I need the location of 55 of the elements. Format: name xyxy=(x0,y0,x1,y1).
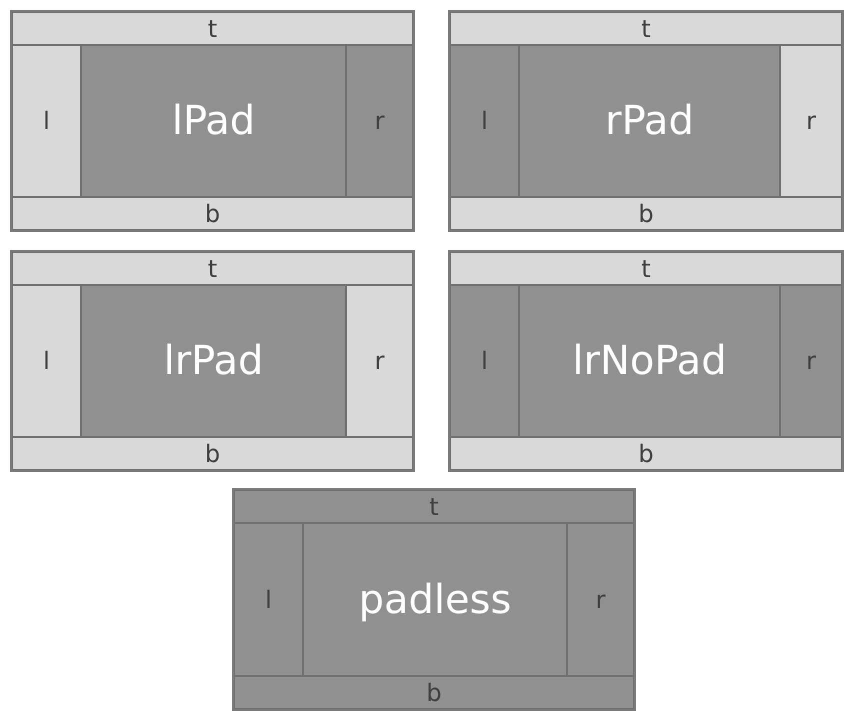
layout-panel xyxy=(10,250,415,472)
label-text: l xyxy=(43,349,50,373)
label-text: rPad xyxy=(605,101,694,141)
center-panel xyxy=(519,285,780,437)
top-bar xyxy=(12,12,413,45)
right-panel xyxy=(780,285,842,437)
label-text: r xyxy=(374,349,384,373)
label-text: b xyxy=(638,202,654,226)
right-panel xyxy=(567,523,634,676)
center-panel xyxy=(81,45,346,197)
left-panel xyxy=(12,45,81,197)
center-panel xyxy=(303,523,567,676)
label-text: r xyxy=(806,349,816,373)
layout-panel xyxy=(10,10,415,232)
left-panel xyxy=(450,285,519,437)
label-text: r xyxy=(596,588,606,612)
bottom-bar xyxy=(450,437,842,470)
top-bar xyxy=(234,490,634,523)
label-text: b xyxy=(638,442,654,466)
left-panel xyxy=(12,285,81,437)
top-bar xyxy=(450,12,842,45)
bottom-bar xyxy=(234,676,634,709)
center-panel xyxy=(81,285,346,437)
label-text: r xyxy=(374,109,384,133)
label-text: l xyxy=(43,109,50,133)
label-text: lPad xyxy=(172,101,256,141)
label-text: b xyxy=(204,202,220,226)
bottom-bar xyxy=(450,197,842,230)
layout-panel xyxy=(232,488,636,711)
right-panel xyxy=(346,285,413,437)
left-panel xyxy=(450,45,519,197)
label-text: r xyxy=(806,109,816,133)
label-text: l xyxy=(481,349,488,373)
bottom-bar xyxy=(12,437,413,470)
center-panel xyxy=(519,45,780,197)
right-panel xyxy=(780,45,842,197)
layout-panel xyxy=(448,250,844,472)
label-text: t xyxy=(208,256,218,280)
label-text: lrNoPad xyxy=(572,341,727,381)
left-panel xyxy=(234,523,303,676)
label-text: l xyxy=(481,109,488,133)
label-text: t xyxy=(208,16,218,40)
label-text: t xyxy=(429,494,439,518)
bottom-bar xyxy=(12,197,413,230)
top-bar xyxy=(450,252,842,285)
label-text: padless xyxy=(358,580,512,620)
label-text: b xyxy=(426,680,442,704)
label-text: l xyxy=(265,588,272,612)
top-bar xyxy=(12,252,413,285)
label-text: b xyxy=(204,442,220,466)
right-panel xyxy=(346,45,413,197)
label-text: t xyxy=(641,256,651,280)
layout-panel xyxy=(448,10,844,232)
label-text: lrPad xyxy=(164,341,264,381)
label-text: t xyxy=(641,16,651,40)
